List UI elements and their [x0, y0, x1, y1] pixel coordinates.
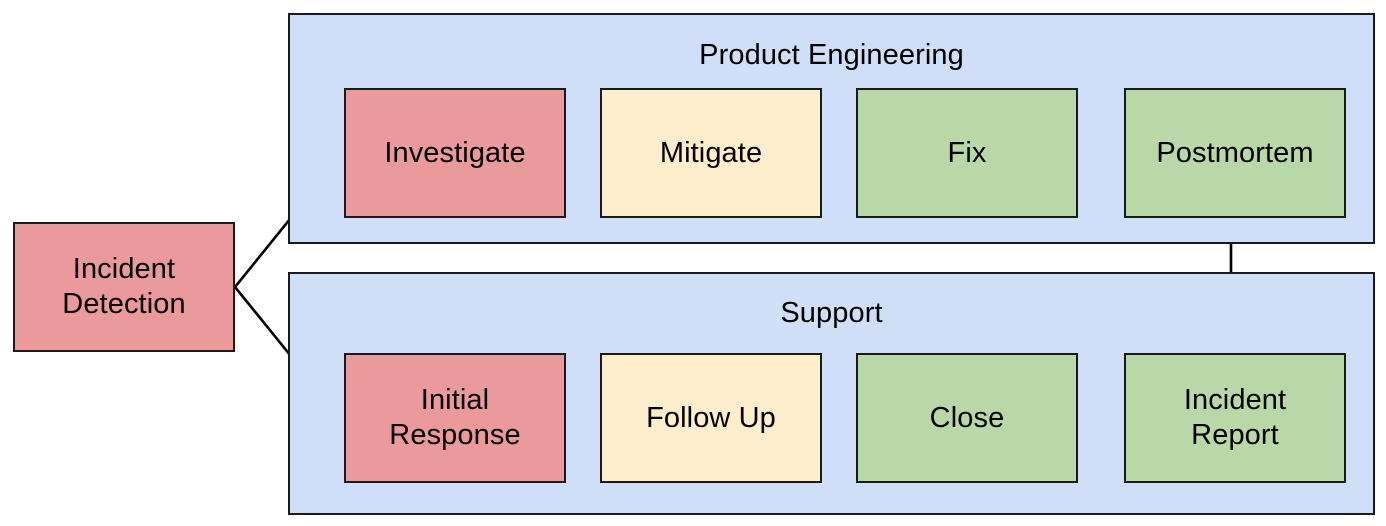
node-incident-report[interactable]: Incident Report	[1124, 353, 1346, 483]
node-incident-detection[interactable]: Incident Detection	[13, 222, 235, 352]
node-follow-up[interactable]: Follow Up	[600, 353, 822, 483]
node-postmortem[interactable]: Postmortem	[1124, 88, 1346, 218]
node-fix[interactable]: Fix	[856, 88, 1078, 218]
node-close[interactable]: Close	[856, 353, 1078, 483]
node-mitigate[interactable]: Mitigate	[600, 88, 822, 218]
swimlane-title-product-engineering: Product Engineering	[699, 39, 964, 71]
node-initial-response[interactable]: Initial Response	[344, 353, 566, 483]
swimlane-title-support: Support	[780, 297, 883, 329]
node-investigate[interactable]: Investigate	[344, 88, 566, 218]
